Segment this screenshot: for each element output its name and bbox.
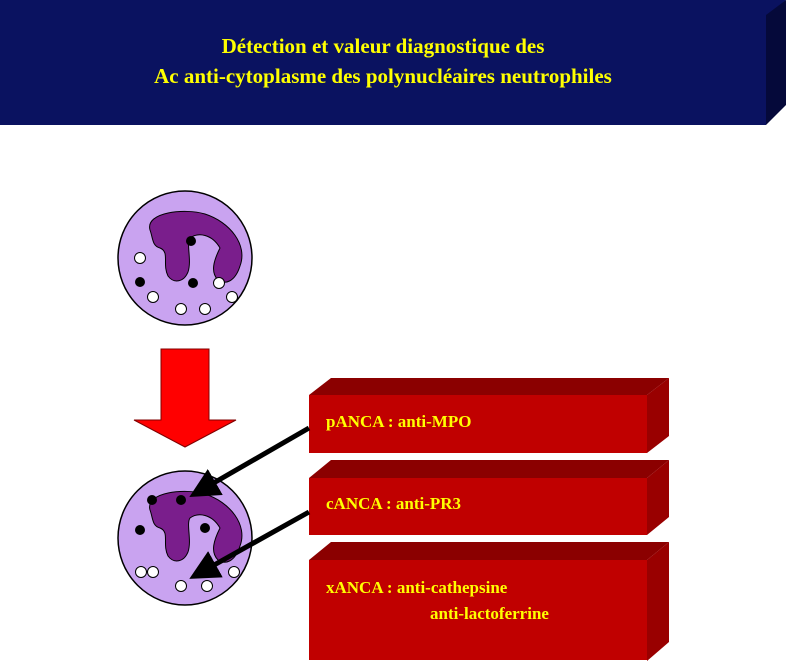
box-top	[309, 542, 669, 560]
granule	[200, 523, 210, 533]
banner-side	[766, 0, 786, 125]
box-side	[647, 378, 669, 453]
box-canca	[309, 460, 669, 535]
granule	[135, 277, 145, 287]
granule	[199, 303, 211, 315]
box-top	[309, 460, 669, 478]
granule	[175, 580, 187, 592]
banner-front	[0, 15, 766, 125]
granule	[188, 278, 198, 288]
granule	[213, 277, 225, 289]
box-side	[647, 460, 669, 535]
granule	[147, 495, 157, 505]
box-top	[309, 378, 669, 395]
title-line-2: Ac anti-cytoplasme des polynucléaires ne…	[154, 64, 612, 88]
down-arrow	[133, 348, 237, 448]
neutrophil-cell-top	[117, 190, 253, 326]
box-side	[647, 542, 669, 661]
box-panca	[309, 378, 669, 453]
neutrophil-cell-bottom	[117, 470, 253, 606]
granule	[135, 566, 147, 578]
arrow-canca	[189, 509, 311, 579]
cell-nucleus	[149, 210, 243, 283]
label-canca: cANCA : anti-PR3	[326, 494, 462, 513]
title-banner	[0, 0, 786, 125]
granule	[135, 525, 145, 535]
granule	[134, 252, 146, 264]
label-xanca-line1: xANCA : anti-cathepsine	[326, 578, 508, 597]
box-front	[309, 478, 647, 535]
granule	[226, 291, 238, 303]
cell-nucleus	[149, 490, 243, 563]
granule	[147, 566, 159, 578]
arrow-panca	[189, 425, 311, 497]
granule	[176, 495, 186, 505]
title-line-1: Détection et valeur diagnostique des	[221, 34, 545, 58]
banner-top	[0, 0, 786, 18]
granule	[201, 580, 213, 592]
granule	[175, 303, 187, 315]
label-xanca-line2: anti-lactoferrine	[430, 604, 549, 623]
granule	[147, 291, 159, 303]
box-front	[309, 560, 647, 660]
granule	[228, 566, 240, 578]
label-panca: pANCA : anti-MPO	[326, 412, 472, 431]
box-front	[309, 395, 647, 453]
granule	[186, 236, 196, 246]
box-xanca	[309, 542, 669, 661]
